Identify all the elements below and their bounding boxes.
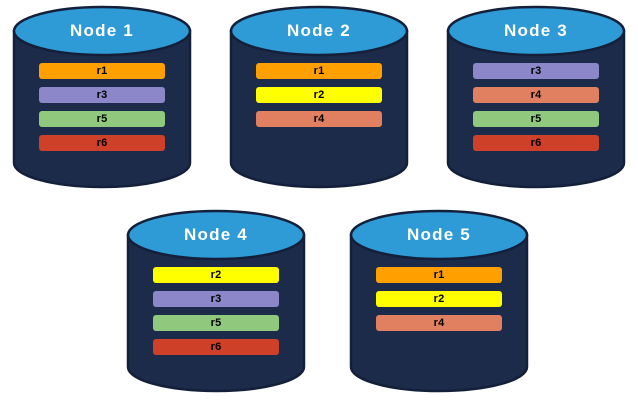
cylinder-top	[12, 5, 192, 57]
replica-bar-r6[interactable]: r6	[473, 135, 599, 151]
replica-bar-r4[interactable]: r4	[376, 315, 502, 331]
replica-bar-r1[interactable]: r1	[39, 63, 165, 79]
replica-list: r3 r4 r5 r6	[473, 63, 599, 151]
replica-bar-r5[interactable]: r5	[473, 111, 599, 127]
node-title: Node 5	[407, 225, 471, 244]
replica-bar-r2[interactable]: r2	[376, 291, 502, 307]
cylinder-top	[229, 5, 409, 57]
node-title: Node 4	[184, 225, 248, 244]
node-title: Node 2	[287, 21, 351, 40]
database-node-4[interactable]: Node 4 r2 r3 r5 r6	[126, 209, 306, 395]
replica-bar-r5[interactable]: r5	[39, 111, 165, 127]
replica-bar-r6[interactable]: r6	[39, 135, 165, 151]
replica-list: r2 r3 r5 r6	[153, 267, 279, 355]
database-node-2[interactable]: Node 2 r1 r2 r4	[229, 5, 409, 191]
replica-bar-r2[interactable]: r2	[256, 87, 382, 103]
cylinder-top	[446, 5, 626, 57]
cylinder-top	[126, 209, 306, 261]
database-node-1[interactable]: Node 1 r1 r3 r5 r6	[12, 5, 192, 191]
replica-list: r1 r3 r5 r6	[39, 63, 165, 151]
cylinder-top	[349, 209, 529, 261]
replica-bar-r1[interactable]: r1	[256, 63, 382, 79]
replica-bar-r5[interactable]: r5	[153, 315, 279, 331]
replica-bar-r4[interactable]: r4	[473, 87, 599, 103]
replica-bar-r4[interactable]: r4	[256, 111, 382, 127]
replica-list: r1 r2 r4	[256, 63, 382, 127]
node-title: Node 1	[70, 21, 134, 40]
database-node-5[interactable]: Node 5 r1 r2 r4	[349, 209, 529, 395]
replica-bar-r3[interactable]: r3	[473, 63, 599, 79]
replica-list: r1 r2 r4	[376, 267, 502, 331]
database-node-3[interactable]: Node 3 r3 r4 r5 r6	[446, 5, 626, 191]
replica-bar-r2[interactable]: r2	[153, 267, 279, 283]
replica-bar-r6[interactable]: r6	[153, 339, 279, 355]
replica-bar-r3[interactable]: r3	[39, 87, 165, 103]
node-title: Node 3	[504, 21, 568, 40]
replica-bar-r3[interactable]: r3	[153, 291, 279, 307]
replica-bar-r1[interactable]: r1	[376, 267, 502, 283]
